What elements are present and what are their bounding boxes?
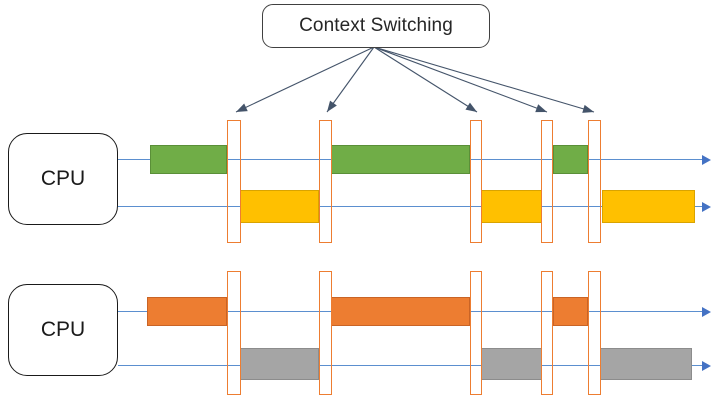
context-switch-marker-switch-3[interactable] — [470, 120, 482, 243]
context-switch-marker-switch-8[interactable] — [470, 271, 482, 395]
timeline-axis-arrowhead-cpu1-thread1 — [702, 155, 711, 165]
cpu-box-2[interactable]: CPU — [8, 284, 118, 376]
task-bar-cpu1-task-a-1[interactable] — [150, 145, 227, 174]
timeline-axis-cpu2-thread2 — [118, 365, 702, 366]
cpu-box-label: CPU — [40, 318, 86, 341]
context-switch-marker-switch-5[interactable] — [588, 120, 601, 243]
context-switch-marker-switch-1[interactable] — [227, 120, 241, 243]
task-bar-cpu2-task-c-1[interactable] — [147, 297, 227, 326]
context-switch-marker-switch-7[interactable] — [319, 271, 332, 395]
pointer-to-switch-4 — [373, 46, 548, 113]
task-bar-cpu2-task-d-3[interactable] — [600, 348, 692, 380]
context-switch-marker-switch-6[interactable] — [227, 271, 241, 395]
task-bar-cpu2-task-d-2[interactable] — [481, 348, 542, 380]
cpu-box-1[interactable]: CPU — [8, 133, 118, 225]
context-switch-marker-switch-9[interactable] — [541, 271, 553, 395]
context-switch-marker-switch-4[interactable] — [541, 120, 553, 243]
task-bar-cpu1-task-b-1[interactable] — [240, 190, 319, 223]
timeline-axis-arrowhead-cpu2-thread2 — [702, 361, 711, 371]
timeline-axis-cpu1-thread2 — [118, 206, 702, 207]
pointer-to-switch-5 — [373, 46, 595, 113]
context-switching-label[interactable]: Context Switching — [262, 4, 490, 48]
pointer-to-switch-3 — [373, 46, 478, 113]
task-bar-cpu2-task-c-2[interactable] — [331, 297, 470, 326]
context-switch-marker-switch-2[interactable] — [319, 120, 332, 243]
context-switch-marker-switch-10[interactable] — [588, 271, 601, 395]
context-switching-label-text: Context Switching — [299, 15, 453, 36]
task-bar-cpu2-task-d-1[interactable] — [240, 348, 319, 380]
task-bar-cpu1-task-b-3[interactable] — [602, 190, 695, 223]
timeline-axis-arrowhead-cpu1-thread2 — [702, 202, 711, 212]
task-bar-cpu1-task-a-2[interactable] — [331, 145, 470, 174]
task-bar-cpu2-task-c-3[interactable] — [553, 297, 588, 326]
pointer-to-switch-2 — [326, 46, 375, 113]
timeline-axis-arrowhead-cpu2-thread1 — [702, 307, 711, 317]
pointer-to-switch-1 — [235, 46, 375, 113]
task-bar-cpu1-task-b-2[interactable] — [481, 190, 542, 223]
cpu-box-label: CPU — [40, 167, 86, 190]
task-bar-cpu1-task-a-3[interactable] — [553, 145, 588, 174]
